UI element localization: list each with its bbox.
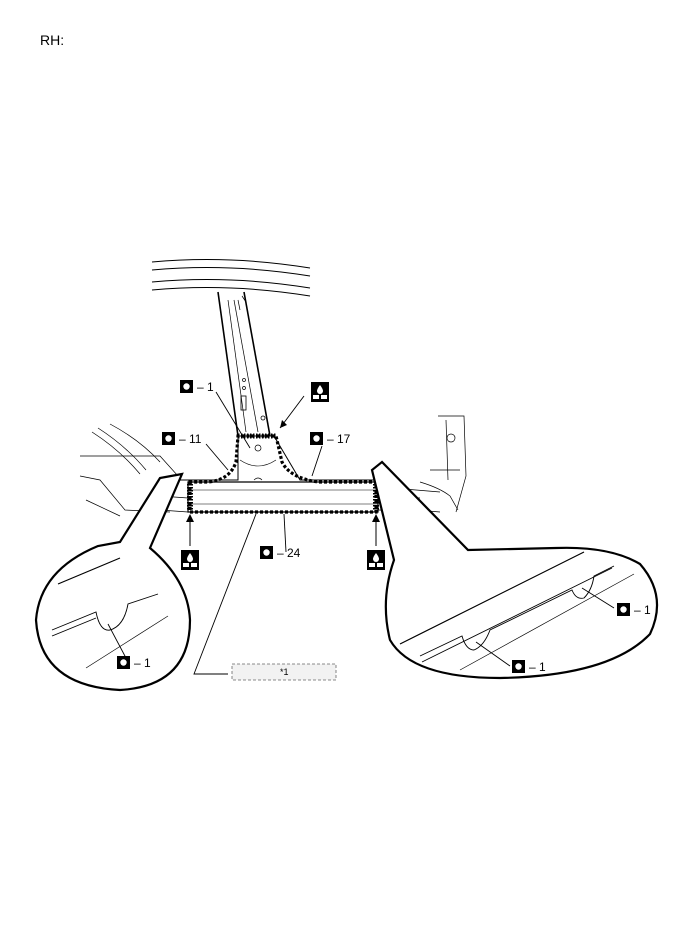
weld-callout-a: – 1 (180, 380, 214, 394)
sealer-icon-right (367, 550, 385, 570)
spot-weld-icon-ring (313, 435, 320, 442)
leader-lines (193, 391, 323, 675)
weld-count: 1 (144, 656, 151, 670)
weld-count: 1 (207, 380, 214, 394)
weld-count: 24 (287, 546, 301, 560)
legend-ref-label: *1 (280, 667, 289, 677)
right-body-outline (391, 415, 467, 513)
weld-callout-zoom-left: – 1 (117, 656, 151, 670)
spot-weld-icon-ring (120, 659, 127, 666)
weld-dash: – (134, 656, 141, 670)
spot-weld-icon-ring (183, 383, 190, 390)
zoom-detail-right (370, 460, 659, 680)
left-body-outline (79, 423, 179, 517)
spot-weld-icon-ring (263, 549, 270, 556)
spot-weld-icon-ring (620, 606, 627, 613)
sealer-arrows-bottom (186, 514, 380, 546)
weld-count: 11 (189, 432, 202, 446)
side-label: RH: (40, 32, 65, 48)
sealer-icon-top (311, 382, 329, 402)
weld-callout-zoom-right-1: – 1 (512, 660, 546, 674)
zoom-detail-left (34, 472, 192, 692)
weld-dash: – (327, 432, 334, 446)
sealer-arrow-top (280, 420, 287, 428)
weld-callout-c: – 17 (310, 432, 351, 446)
spot-weld-icon-ring (515, 663, 522, 670)
weld-dash: – (634, 603, 641, 617)
weld-callout-b: – 11 (162, 432, 202, 446)
weld-count: 17 (337, 432, 351, 446)
legend-ref-box: *1 (231, 663, 337, 681)
cut-line (187, 433, 379, 514)
b-pillar (217, 291, 271, 437)
weld-callout-zoom-right-2: – 1 (617, 603, 651, 617)
roof-rail (151, 259, 311, 297)
weld-dash: – (197, 380, 204, 394)
weld-dash: – (277, 546, 284, 560)
sealer-icon-left (181, 550, 199, 570)
weld-callout-d: – 24 (260, 546, 301, 560)
weld-count: 1 (644, 603, 651, 617)
weld-count: 1 (539, 660, 546, 674)
spot-weld-icon-ring (165, 435, 172, 442)
weld-dash: – (179, 432, 186, 446)
weld-dash: – (529, 660, 536, 674)
